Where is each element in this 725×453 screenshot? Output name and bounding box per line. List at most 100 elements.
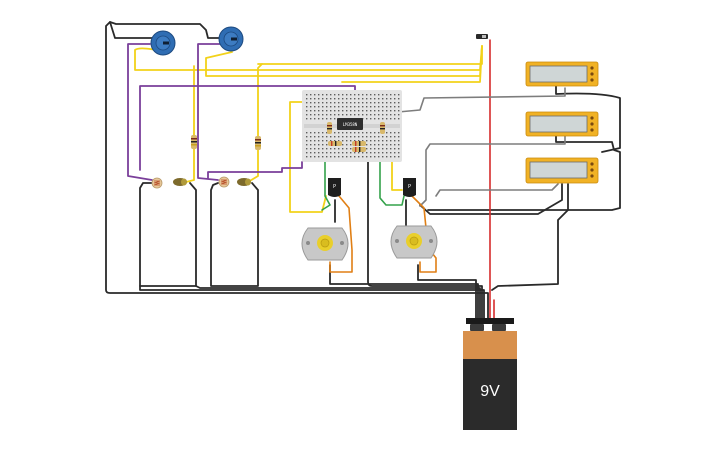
breadboard-hole[interactable] <box>354 136 356 138</box>
breadboard-hole[interactable] <box>378 106 380 108</box>
breadboard-hole[interactable] <box>318 140 320 142</box>
breadboard-hole[interactable] <box>390 136 392 138</box>
breadboard-hole[interactable] <box>394 114 396 116</box>
breadboard-hole[interactable] <box>394 140 396 142</box>
breadboard-hole[interactable] <box>314 144 316 146</box>
breadboard-hole[interactable] <box>314 118 316 120</box>
breadboard-hole[interactable] <box>398 98 400 100</box>
breadboard-hole[interactable] <box>314 110 316 112</box>
black-wire-bus-3[interactable] <box>195 285 481 321</box>
breadboard-hole[interactable] <box>390 114 392 116</box>
breadboard-hole[interactable] <box>330 94 332 96</box>
breadboard-hole[interactable] <box>362 106 364 108</box>
breadboard-hole[interactable] <box>318 106 320 108</box>
breadboard-hole[interactable] <box>330 98 332 100</box>
breadboard-hole[interactable] <box>350 114 352 116</box>
breadboard-hole[interactable] <box>394 132 396 134</box>
breadboard-hole[interactable] <box>350 106 352 108</box>
breadboard-hole[interactable] <box>370 148 372 150</box>
breadboard-hole[interactable] <box>390 94 392 96</box>
breadboard-hole[interactable] <box>366 102 368 104</box>
breadboard-hole[interactable] <box>326 94 328 96</box>
breadboard-hole[interactable] <box>346 94 348 96</box>
breadboard-hole[interactable] <box>390 132 392 134</box>
breadboard-hole[interactable] <box>398 118 400 120</box>
breadboard-hole[interactable] <box>398 152 400 154</box>
breadboard-hole[interactable] <box>378 144 380 146</box>
breadboard-hole[interactable] <box>306 98 308 100</box>
breadboard-hole[interactable] <box>366 152 368 154</box>
breadboard-hole[interactable] <box>390 140 392 142</box>
breadboard-hole[interactable] <box>346 106 348 108</box>
breadboard-hole[interactable] <box>374 140 376 142</box>
breadboard-hole[interactable] <box>398 114 400 116</box>
breadboard-hole[interactable] <box>370 114 372 116</box>
breadboard-hole[interactable] <box>362 98 364 100</box>
breadboard-hole[interactable] <box>350 102 352 104</box>
breadboard-hole[interactable] <box>310 136 312 138</box>
breadboard-hole[interactable] <box>374 98 376 100</box>
breadboard-hole[interactable] <box>306 156 308 158</box>
breadboard-hole[interactable] <box>338 110 340 112</box>
orange-wire-motor1[interactable] <box>329 195 353 273</box>
breadboard-hole[interactable] <box>322 110 324 112</box>
breadboard-hole[interactable] <box>386 106 388 108</box>
breadboard-hole[interactable] <box>338 140 340 142</box>
breadboard-hole[interactable] <box>398 136 400 138</box>
breadboard-hole[interactable] <box>318 98 320 100</box>
breadboard-hole[interactable] <box>322 132 324 134</box>
breadboard-hole[interactable] <box>378 132 380 134</box>
breadboard-hole[interactable] <box>386 144 388 146</box>
breadboard-hole[interactable] <box>398 94 400 96</box>
breadboard-hole[interactable] <box>322 140 324 142</box>
breadboard-hole[interactable] <box>306 140 308 142</box>
breadboard-hole[interactable] <box>378 152 380 154</box>
black-wire-bus-2[interactable] <box>139 285 485 321</box>
breadboard-hole[interactable] <box>322 118 324 120</box>
breadboard-hole[interactable] <box>374 152 376 154</box>
breadboard-hole[interactable] <box>334 106 336 108</box>
breadboard-hole[interactable] <box>374 144 376 146</box>
breadboard-hole[interactable] <box>358 106 360 108</box>
breadboard-hole[interactable] <box>318 94 320 96</box>
breadboard-hole[interactable] <box>358 152 360 154</box>
breadboard-hole[interactable] <box>310 106 312 108</box>
breadboard-hole[interactable] <box>366 136 368 138</box>
breadboard-hole[interactable] <box>382 148 384 150</box>
breadboard-hole[interactable] <box>318 132 320 134</box>
black-wire-motor1[interactable] <box>329 264 479 321</box>
breadboard-hole[interactable] <box>366 98 368 100</box>
breadboard-hole[interactable] <box>386 152 388 154</box>
breadboard-hole[interactable] <box>310 148 312 150</box>
breadboard-hole[interactable] <box>314 102 316 104</box>
breadboard-hole[interactable] <box>378 118 380 120</box>
breadboard-hole[interactable] <box>386 136 388 138</box>
breadboard-hole[interactable] <box>338 114 340 116</box>
breadboard-hole[interactable] <box>306 132 308 134</box>
breadboard-hole[interactable] <box>326 110 328 112</box>
breadboard-hole[interactable] <box>322 156 324 158</box>
breadboard-hole[interactable] <box>330 140 332 142</box>
breadboard-hole[interactable] <box>338 148 340 150</box>
breadboard-hole[interactable] <box>378 98 380 100</box>
breadboard-hole[interactable] <box>386 156 388 158</box>
breadboard-hole[interactable] <box>386 114 388 116</box>
photoresistor-1[interactable] <box>151 177 163 189</box>
breadboard-hole[interactable] <box>342 140 344 142</box>
multimeter-1[interactable] <box>525 61 599 87</box>
green-wire-transistor1[interactable] <box>321 149 331 211</box>
breadboard-hole[interactable] <box>374 156 376 158</box>
black-wire-ldr2-loop[interactable] <box>210 182 259 287</box>
breadboard-hole[interactable] <box>398 156 400 158</box>
breadboard-hole[interactable] <box>342 106 344 108</box>
breadboard-hole[interactable] <box>326 114 328 116</box>
breadboard-hole[interactable] <box>330 118 332 120</box>
breadboard-hole[interactable] <box>306 152 308 154</box>
breadboard-hole[interactable] <box>390 98 392 100</box>
gray-wire-meter1[interactable] <box>397 87 566 113</box>
breadboard-hole[interactable] <box>382 136 384 138</box>
breadboard-hole[interactable] <box>334 110 336 112</box>
breadboard-hole[interactable] <box>358 156 360 158</box>
breadboard-hole[interactable] <box>374 94 376 96</box>
breadboard-hole[interactable] <box>358 132 360 134</box>
